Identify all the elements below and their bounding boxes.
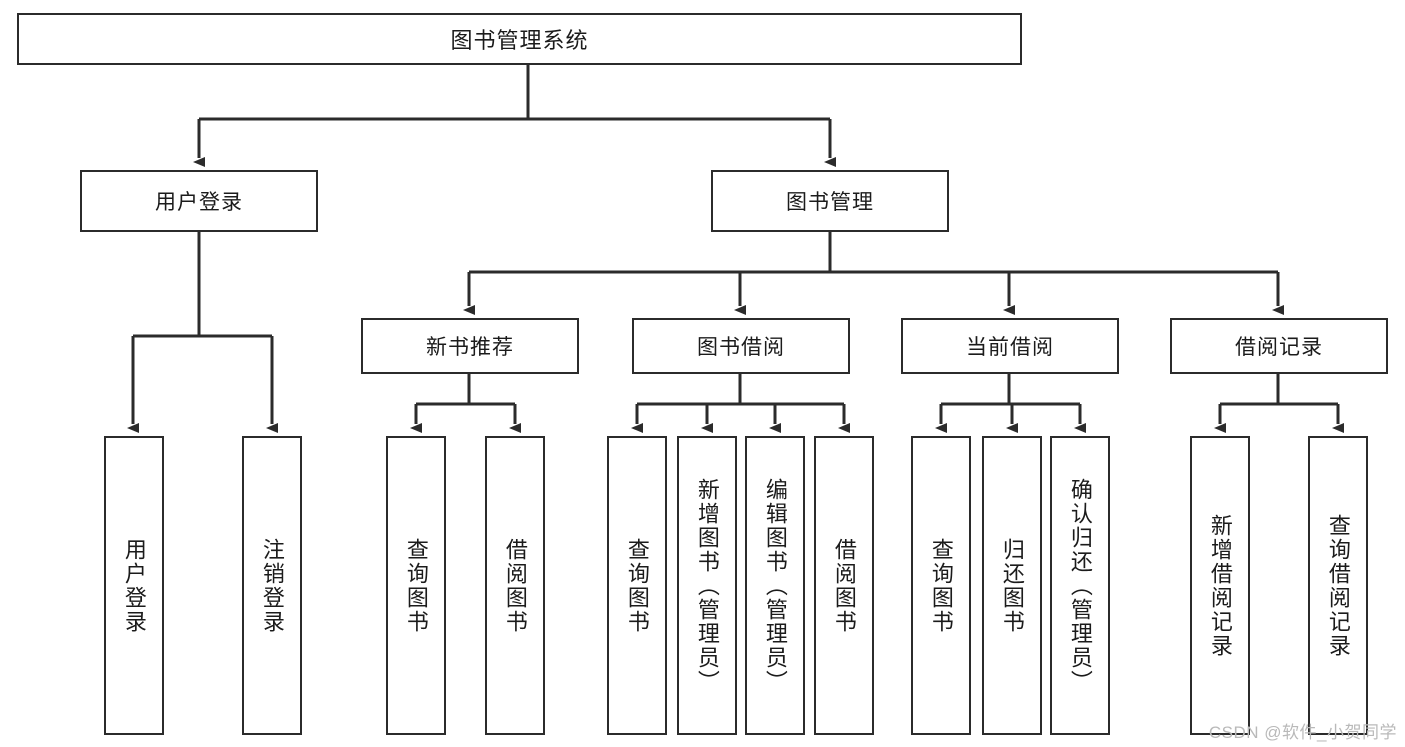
- leaf-label: 确认归还（管理员）: [1067, 477, 1093, 694]
- node-book-management[interactable]: 图书管理: [711, 170, 949, 232]
- node-new-book-recommend-label: 新书推荐: [426, 336, 514, 359]
- leaf-add-book-admin[interactable]: 新增图书（管理员）: [677, 436, 737, 735]
- node-borrow-record-label: 借阅记录: [1235, 336, 1323, 359]
- leaf-label: 借阅图书: [502, 537, 528, 634]
- node-book-management-label: 图书管理: [786, 191, 874, 214]
- leaf-label: 借阅图书: [831, 537, 857, 634]
- leaf-add-borrow-record[interactable]: 新增借阅记录: [1190, 436, 1250, 735]
- leaf-borrow-book-recommend[interactable]: 借阅图书: [485, 436, 545, 735]
- leaf-label: 编辑图书（管理员）: [762, 477, 788, 694]
- node-root-label: 图书管理系统: [450, 28, 589, 53]
- node-book-borrow-label: 图书借阅: [697, 336, 785, 359]
- node-borrow-record[interactable]: 借阅记录: [1170, 318, 1388, 374]
- leaf-return-book[interactable]: 归还图书: [982, 436, 1042, 735]
- leaf-label: 新增图书（管理员）: [694, 477, 720, 694]
- node-current-borrow-label: 当前借阅: [966, 336, 1054, 359]
- node-current-borrow[interactable]: 当前借阅: [901, 318, 1119, 374]
- leaf-borrow-book[interactable]: 借阅图书: [814, 436, 874, 735]
- leaf-label: 查询图书: [624, 537, 650, 634]
- watermark: CSDN @软件_小贺同学: [1208, 723, 1397, 742]
- leaf-label: 归还图书: [999, 537, 1025, 634]
- leaf-confirm-return-admin[interactable]: 确认归还（管理员）: [1050, 436, 1110, 735]
- node-book-borrow[interactable]: 图书借阅: [632, 318, 850, 374]
- node-root[interactable]: 图书管理系统: [17, 13, 1022, 65]
- leaf-label: 查询图书: [928, 537, 954, 634]
- node-new-book-recommend[interactable]: 新书推荐: [361, 318, 579, 374]
- leaf-query-book-current[interactable]: 查询图书: [911, 436, 971, 735]
- leaf-query-book-recommend[interactable]: 查询图书: [386, 436, 446, 735]
- leaf-label: 用户登录: [121, 537, 147, 634]
- node-user-login-label: 用户登录: [155, 191, 243, 214]
- node-user-login[interactable]: 用户登录: [80, 170, 318, 232]
- leaf-query-borrow-record[interactable]: 查询借阅记录: [1308, 436, 1368, 735]
- leaf-label: 查询借阅记录: [1325, 513, 1351, 658]
- leaf-logout[interactable]: 注销登录: [242, 436, 302, 735]
- leaf-label: 注销登录: [259, 537, 285, 634]
- leaf-edit-book-admin[interactable]: 编辑图书（管理员）: [745, 436, 805, 735]
- leaf-query-book-borrow[interactable]: 查询图书: [607, 436, 667, 735]
- leaf-label: 查询图书: [403, 537, 429, 634]
- leaf-user-login[interactable]: 用户登录: [104, 436, 164, 735]
- leaf-label: 新增借阅记录: [1207, 513, 1233, 658]
